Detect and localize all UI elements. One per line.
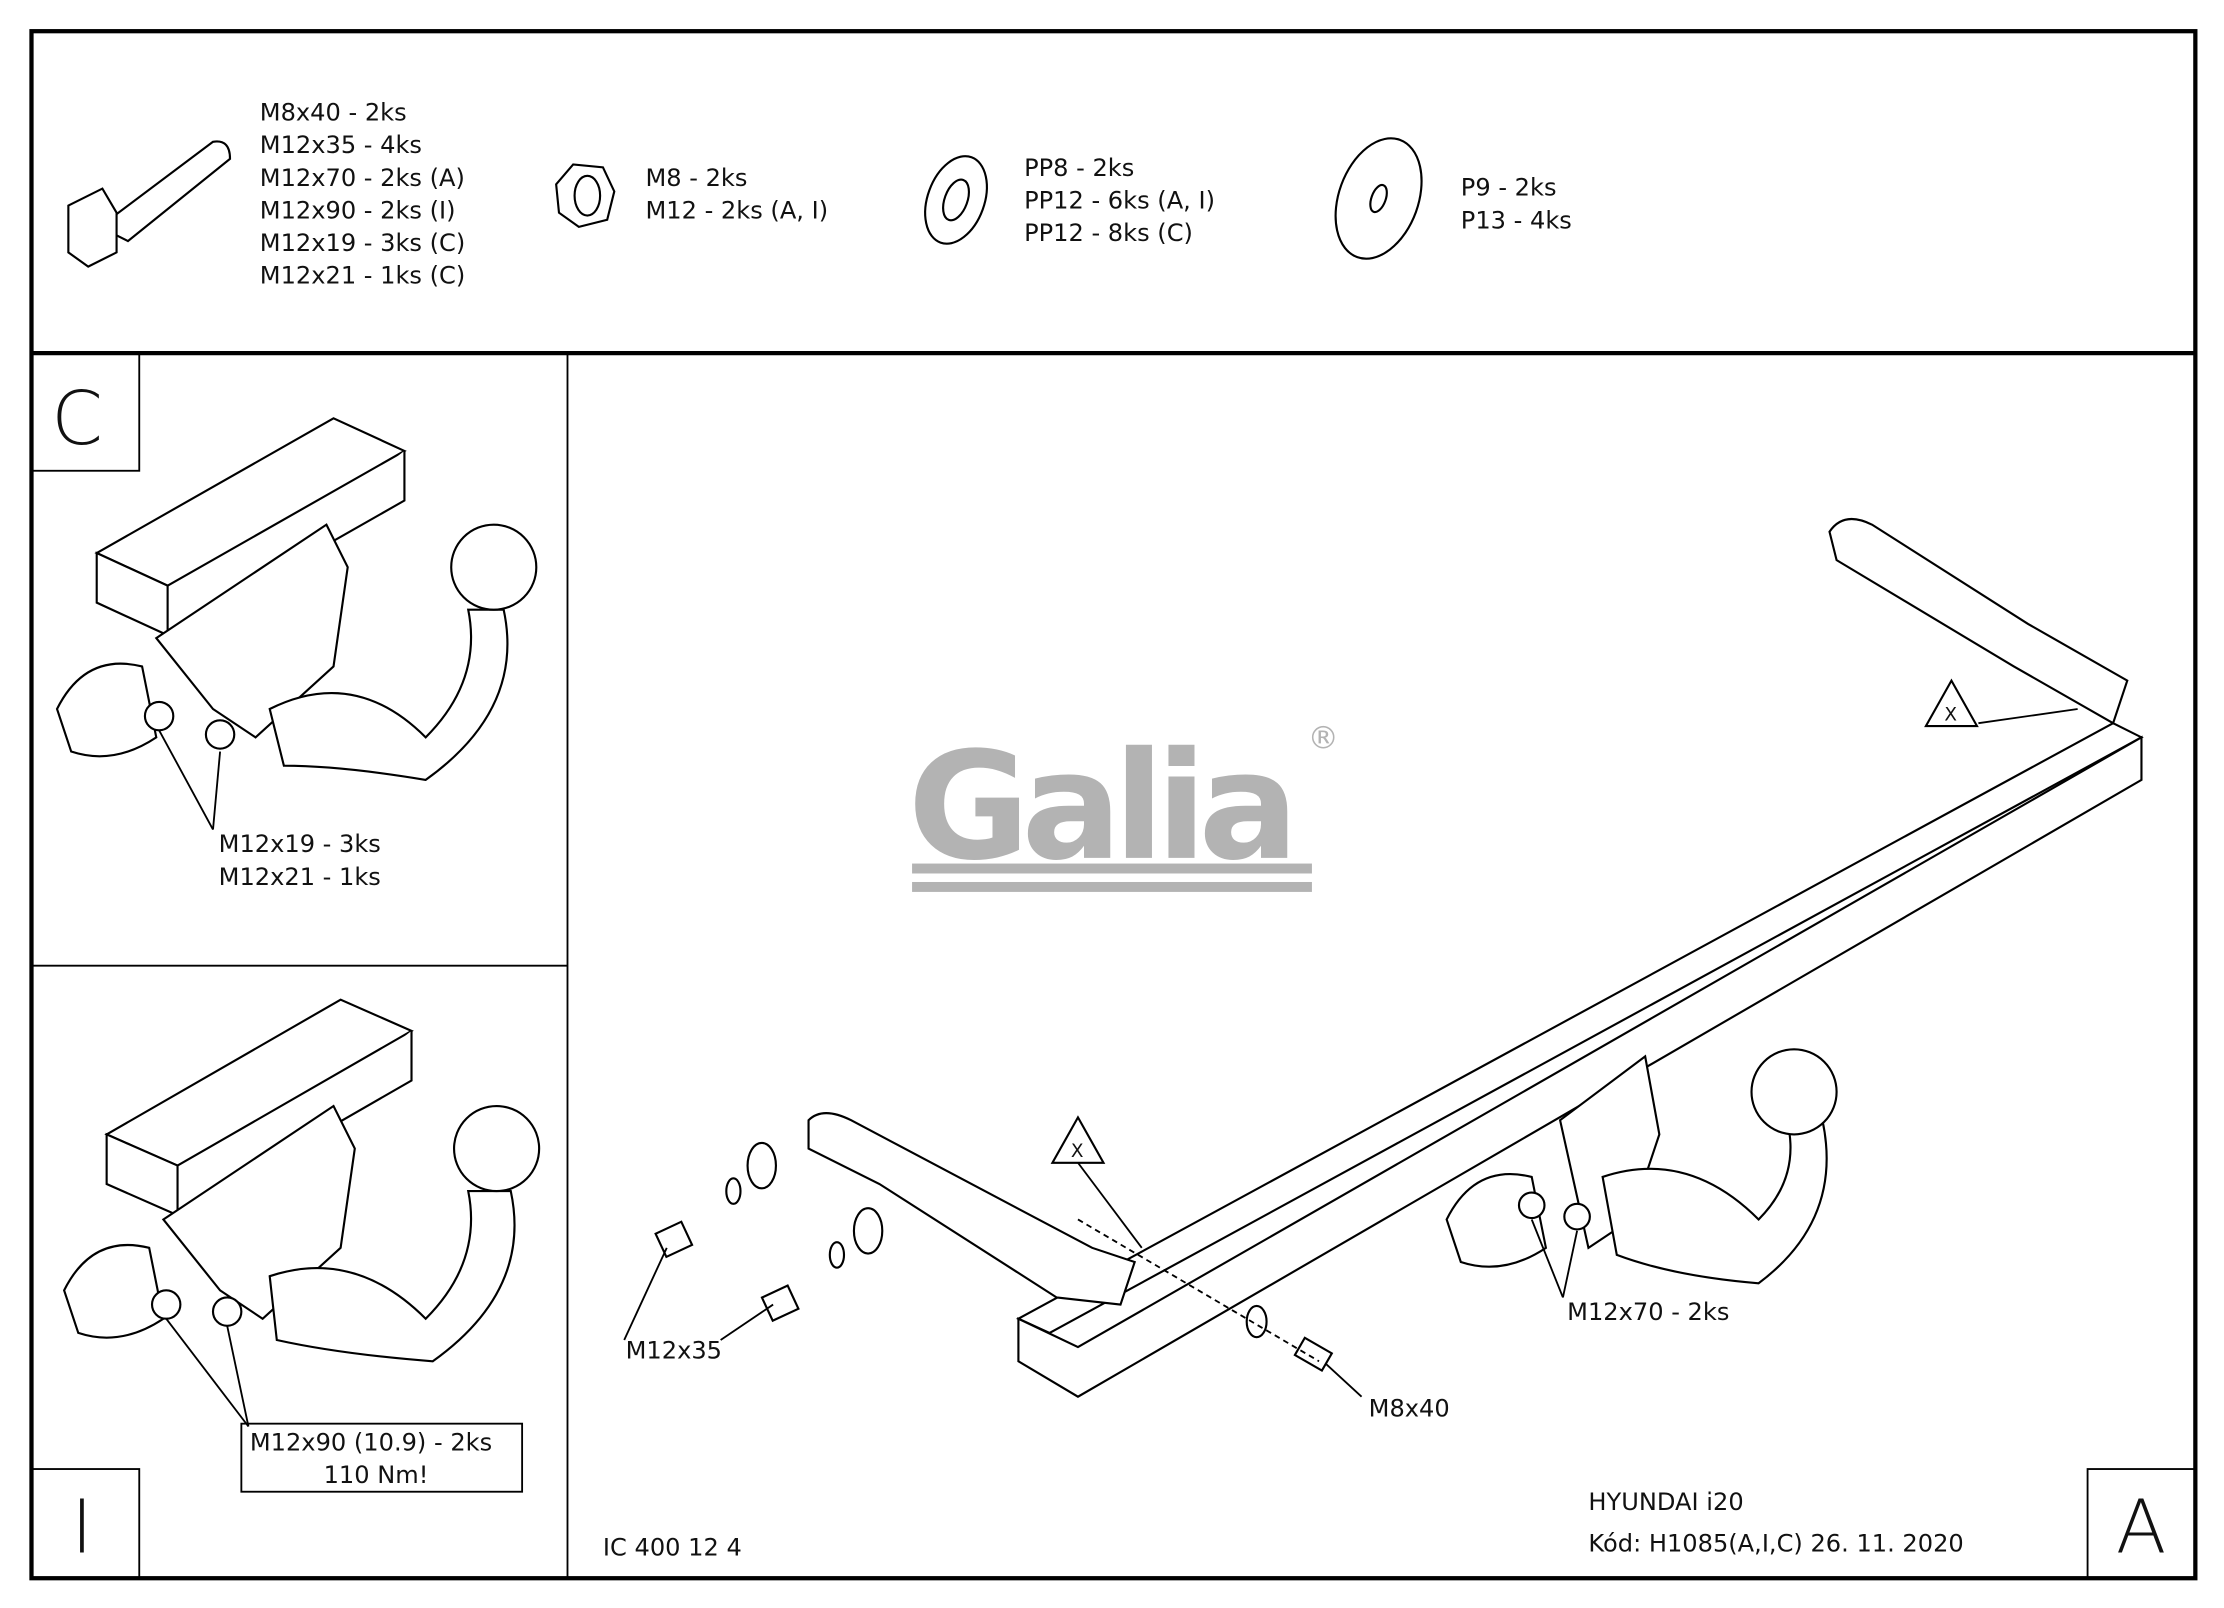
product-code-date: Kód: H1085(A,I,C) 26. 11. 2020 bbox=[1588, 1529, 1963, 1557]
panel-i-letter: I bbox=[71, 1486, 93, 1571]
panel-c-label: M12x21 - 1ks bbox=[219, 863, 381, 891]
callout-m8x40: M8x40 bbox=[1369, 1395, 1450, 1423]
svg-text:PP8 - 2ks: PP8 - 2ks bbox=[1024, 154, 1134, 182]
svg-text:M12x19 - 3ks (C): M12x19 - 3ks (C) bbox=[260, 229, 466, 257]
warning-triangle-icon: X bbox=[1050, 1115, 1106, 1164]
spring-washer-icon bbox=[924, 155, 988, 245]
panel-a-letter-box bbox=[2086, 1468, 2197, 1580]
panel-c-letter: C bbox=[51, 377, 102, 462]
svg-text:®: ® bbox=[1308, 721, 1339, 757]
svg-text:M12x35 - 4ks: M12x35 - 4ks bbox=[260, 131, 422, 159]
panel-i-label: M12x90 (10.9) - 2ks bbox=[250, 1429, 492, 1457]
svg-text:X: X bbox=[1944, 704, 1957, 725]
callout-m12x70: M12x70 - 2ks bbox=[1567, 1298, 1729, 1326]
panel-c-letter-box bbox=[30, 352, 141, 472]
svg-text:X: X bbox=[1071, 1141, 1084, 1162]
torque-note: 110 Nm! bbox=[324, 1461, 429, 1489]
parts-spring-washers-list: PP8 - 2ks PP12 - 6ks (A, I) PP12 - 8ks (… bbox=[1024, 154, 1215, 247]
towbar-detachable-c-drawing bbox=[55, 417, 538, 830]
svg-text:M8x40 - 2ks: M8x40 - 2ks bbox=[260, 99, 407, 127]
svg-text:PP12 - 8ks (C): PP12 - 8ks (C) bbox=[1024, 219, 1193, 247]
warning-triangle-icon: X bbox=[1924, 678, 1979, 728]
parts-flat-washers-list: P9 - 2ks P13 - 4ks bbox=[1461, 174, 1572, 235]
panel-i-letter-box bbox=[30, 1468, 141, 1580]
drawing-code: IC 400 12 4 bbox=[603, 1534, 742, 1562]
svg-text:M12x90 - 2ks (I): M12x90 - 2ks (I) bbox=[260, 196, 456, 224]
parts-nuts-list: M8 - 2ks M12 - 2ks (A, I) bbox=[645, 164, 828, 225]
svg-text:M8 - 2ks: M8 - 2ks bbox=[645, 164, 747, 192]
towbar-assembly-drawing bbox=[623, 517, 2144, 1398]
galia-logo: Galia ® bbox=[908, 721, 1339, 894]
vehicle-model: HYUNDAI i20 bbox=[1588, 1488, 1743, 1516]
svg-text:P9 - 2ks: P9 - 2ks bbox=[1461, 174, 1557, 202]
svg-text:M12x70 - 2ks (A): M12x70 - 2ks (A) bbox=[260, 164, 465, 192]
callout-m12x35: M12x35 bbox=[626, 1336, 722, 1364]
nut-icon bbox=[555, 163, 616, 229]
towbar-fixed-i-drawing bbox=[62, 998, 541, 1428]
parts-bolts-list: M8x40 - 2ks M12x35 - 4ks M12x70 - 2ks (A… bbox=[260, 99, 466, 290]
torque-note-box bbox=[240, 1422, 524, 1493]
svg-text:PP12 - 6ks (A, I): PP12 - 6ks (A, I) bbox=[1024, 186, 1215, 214]
outer-frame bbox=[29, 29, 2198, 1581]
flat-washer-icon bbox=[1334, 137, 1423, 260]
svg-text:M12x21 - 1ks (C): M12x21 - 1ks (C) bbox=[260, 262, 466, 290]
svg-text:M12 - 2ks (A, I): M12 - 2ks (A, I) bbox=[645, 196, 828, 224]
panel-a-letter: A bbox=[2116, 1486, 2166, 1571]
svg-text:P13 - 4ks: P13 - 4ks bbox=[1461, 206, 1572, 234]
bolt-icon bbox=[67, 140, 232, 268]
panel-c-label: M12x19 - 3ks bbox=[219, 830, 381, 858]
